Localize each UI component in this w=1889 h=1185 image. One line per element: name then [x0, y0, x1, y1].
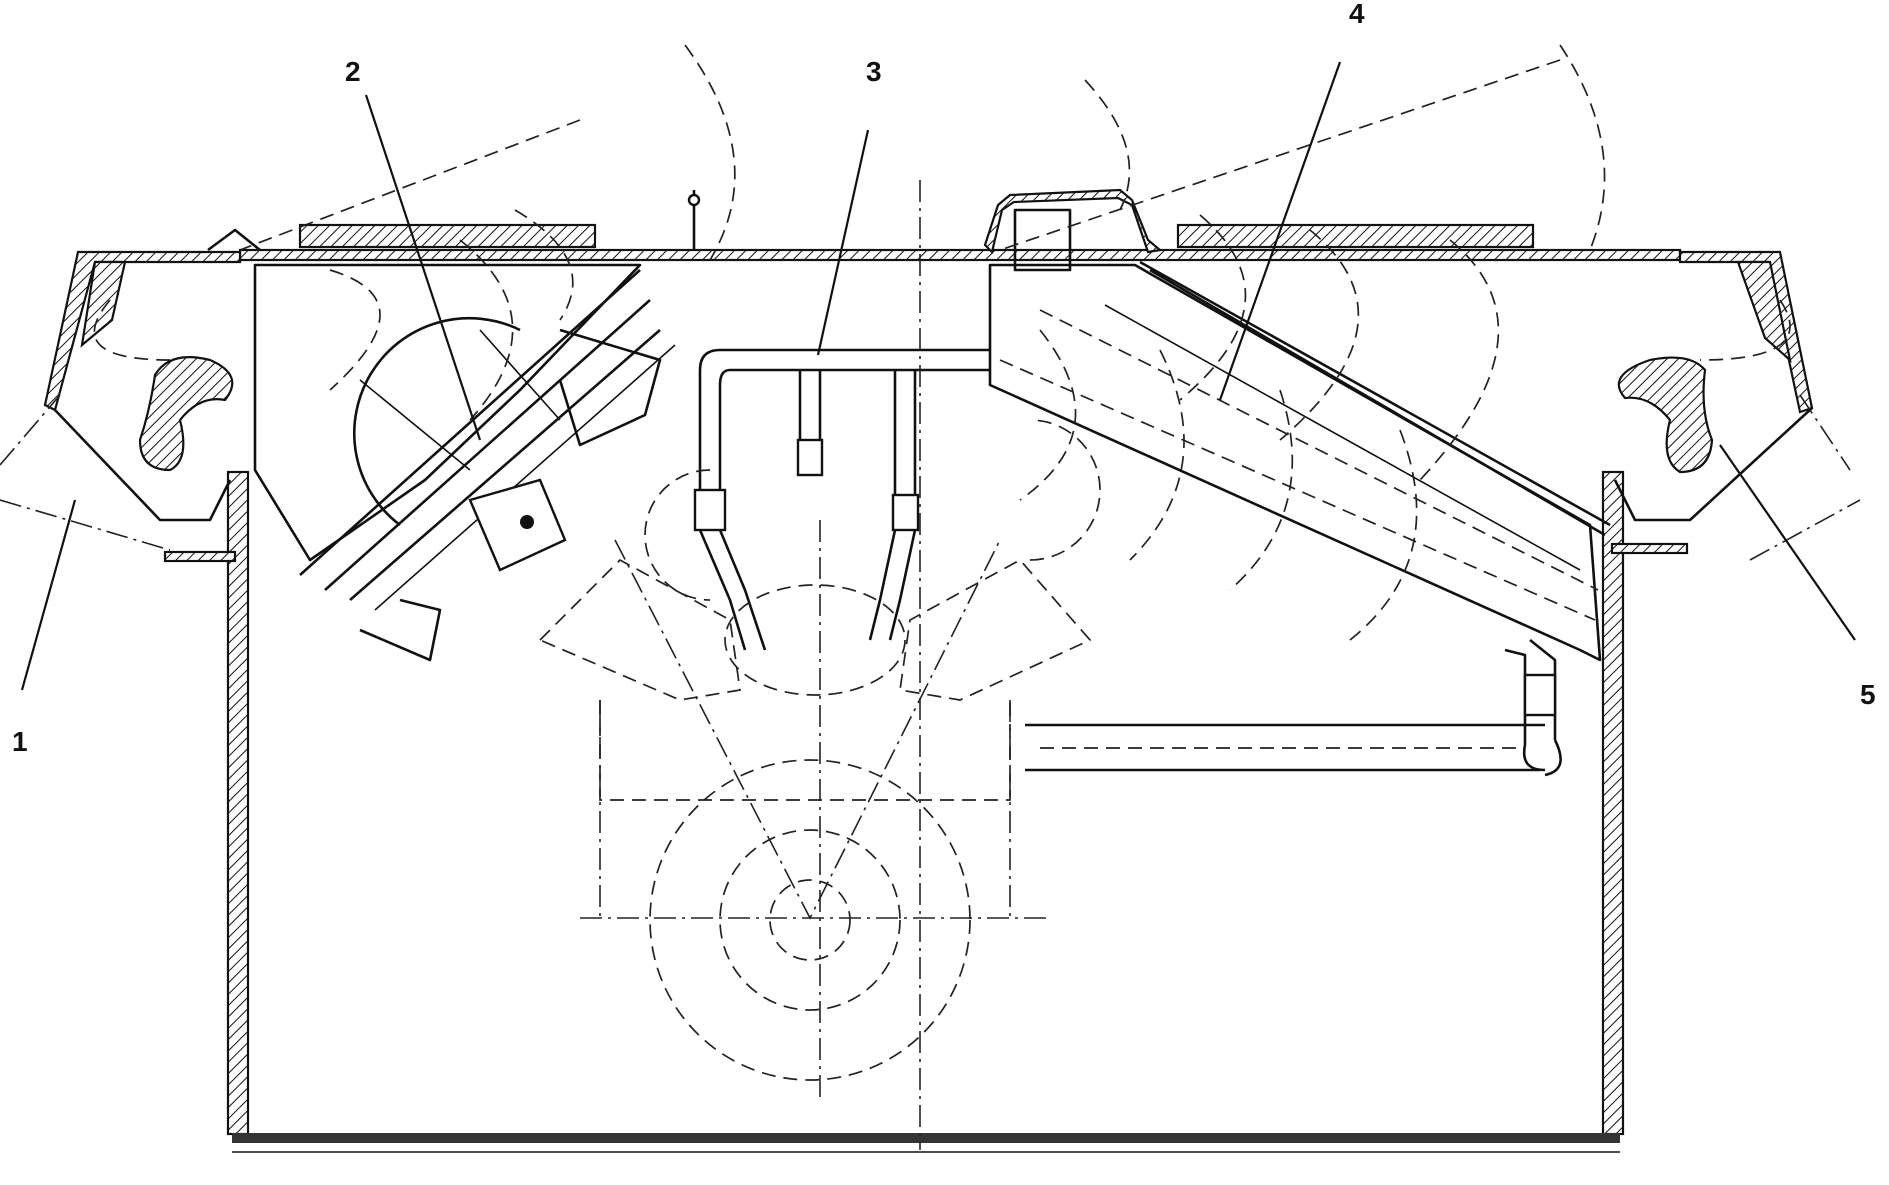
engine-outline	[538, 180, 1101, 1150]
left-radiator-assembly	[253, 263, 676, 662]
callout-4: 4	[1349, 0, 1365, 29]
right-louver	[1613, 356, 1861, 561]
airflow-lines	[93, 44, 1791, 641]
callout-3: 3	[866, 56, 882, 87]
callout-2: 2	[345, 56, 361, 87]
callout-1: 1	[12, 726, 28, 757]
central-piping	[693, 348, 990, 651]
leader-line-1	[20, 499, 77, 691]
leader-line-3	[816, 129, 870, 356]
roof-plate	[43, 188, 1814, 414]
right-radiator-assembly	[988, 208, 1611, 777]
left-louver	[0, 356, 234, 551]
leader-line-5	[1719, 444, 1856, 641]
leader-line-4	[1218, 61, 1342, 401]
callout-5: 5	[1860, 679, 1876, 710]
hull-walls	[163, 470, 1689, 1153]
leader-line-2	[364, 94, 482, 441]
leader-lines	[20, 61, 1856, 691]
